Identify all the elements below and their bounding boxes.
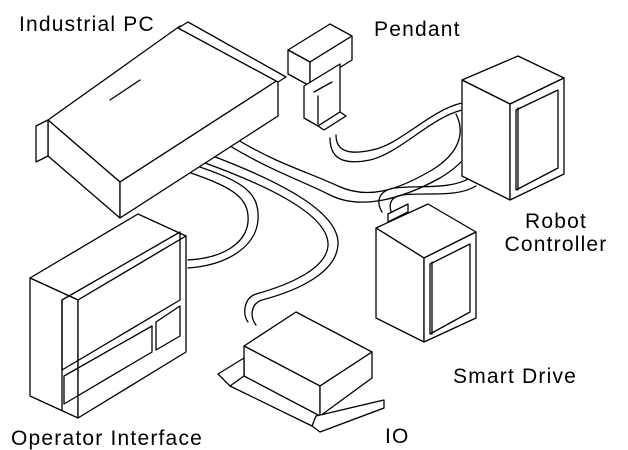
pendant-label: Pendant — [374, 18, 461, 41]
operator-interface — [29, 213, 187, 419]
industrial-pc — [35, 21, 287, 219]
industrial-pc-label: Industrial PC — [19, 13, 155, 36]
robot-controller — [461, 55, 565, 201]
smart-drive — [375, 203, 477, 343]
robot-controller-label-line2: Controller — [504, 233, 608, 256]
io-label: IO — [385, 425, 410, 448]
pendant — [287, 23, 353, 131]
operator-interface-label: Operator Interface — [11, 427, 204, 450]
io-module — [217, 311, 385, 433]
smart-drive-label: Smart Drive — [453, 365, 578, 388]
robot-controller-label: Robot Controller — [491, 210, 621, 256]
robot-controller-label-line1: Robot — [524, 210, 588, 233]
